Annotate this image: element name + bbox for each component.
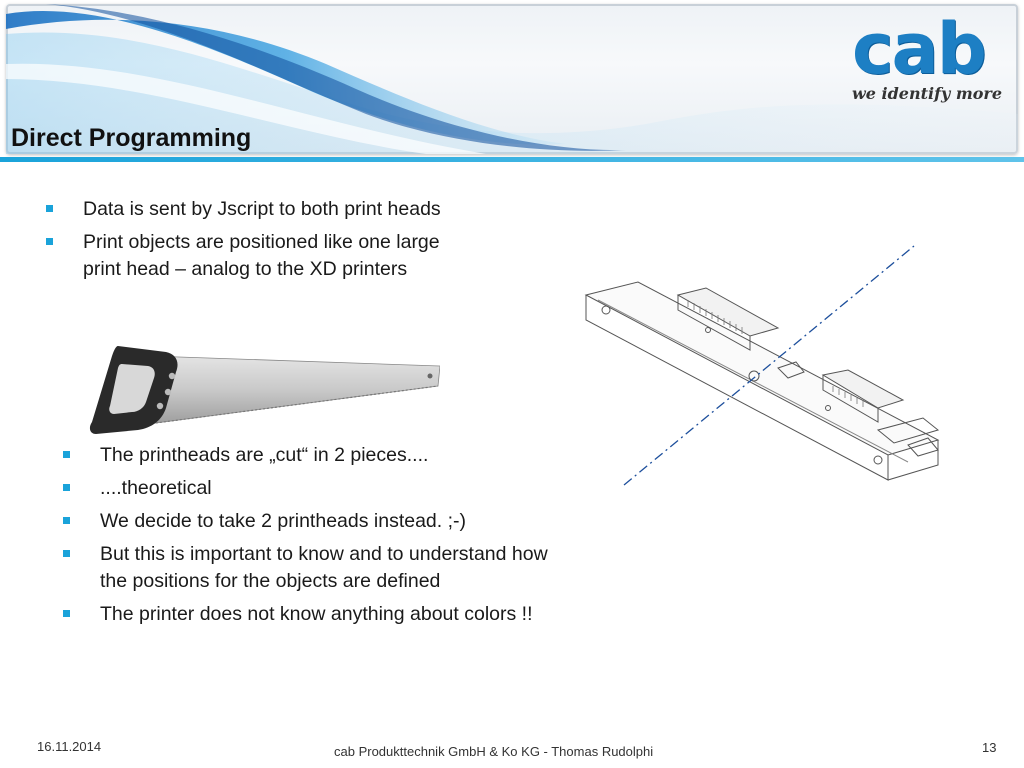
- square-bullet-icon: [63, 484, 70, 491]
- footer-company: cab Produkttechnik GmbH & Ko KG - Thomas…: [334, 744, 654, 759]
- printhead-drawing-icon: [584, 245, 940, 486]
- banner-frame: [6, 4, 1018, 154]
- list-item: The printer does not know anything about…: [63, 601, 560, 628]
- list-item-text: The printheads are „cut“ in 2 pieces....: [100, 444, 429, 466]
- list-item: Print objects are positioned like one la…: [46, 229, 463, 283]
- list-item-text: But this is important to know and to und…: [100, 543, 548, 592]
- square-bullet-icon: [46, 205, 53, 212]
- square-bullet-icon: [63, 550, 70, 557]
- square-bullet-icon: [63, 517, 70, 524]
- list-item: The printheads are „cut“ in 2 pieces....: [63, 442, 560, 469]
- cab-logo: cab we identify more: [848, 14, 1014, 106]
- square-bullet-icon: [46, 238, 53, 245]
- top-bullet-list: Data is sent by Jscript to both print he…: [46, 196, 463, 289]
- list-item: But this is important to know and to und…: [63, 541, 560, 595]
- list-item: ....theoretical: [63, 475, 560, 502]
- header-divider: [0, 157, 1024, 162]
- bottom-bullet-list: The printheads are „cut“ in 2 pieces....…: [63, 442, 560, 634]
- list-item-text: Print objects are positioned like one la…: [83, 231, 440, 280]
- list-item-text: We decide to take 2 printheads instead. …: [100, 510, 467, 532]
- footer-date: 16.11.2014: [37, 739, 102, 754]
- square-bullet-icon: [63, 451, 70, 458]
- page-number: 13: [982, 740, 997, 755]
- list-item: We decide to take 2 printheads instead. …: [63, 508, 560, 535]
- list-item: Data is sent by Jscript to both print he…: [46, 196, 463, 223]
- list-item-text: Data is sent by Jscript to both print he…: [83, 198, 441, 220]
- square-bullet-icon: [63, 610, 70, 617]
- logo-wordmark: cab: [852, 8, 987, 90]
- slide-title: Direct Programming: [11, 124, 252, 152]
- hand-saw-icon: [89, 346, 440, 434]
- list-item-text: ....theoretical: [100, 477, 212, 499]
- wave-decoration: [6, 4, 1018, 154]
- logo-tagline: we identify more: [852, 84, 1003, 103]
- list-item-text: The printer does not know anything about…: [100, 603, 533, 625]
- header-banner: cab we identify more Direct Programming: [0, 0, 1024, 165]
